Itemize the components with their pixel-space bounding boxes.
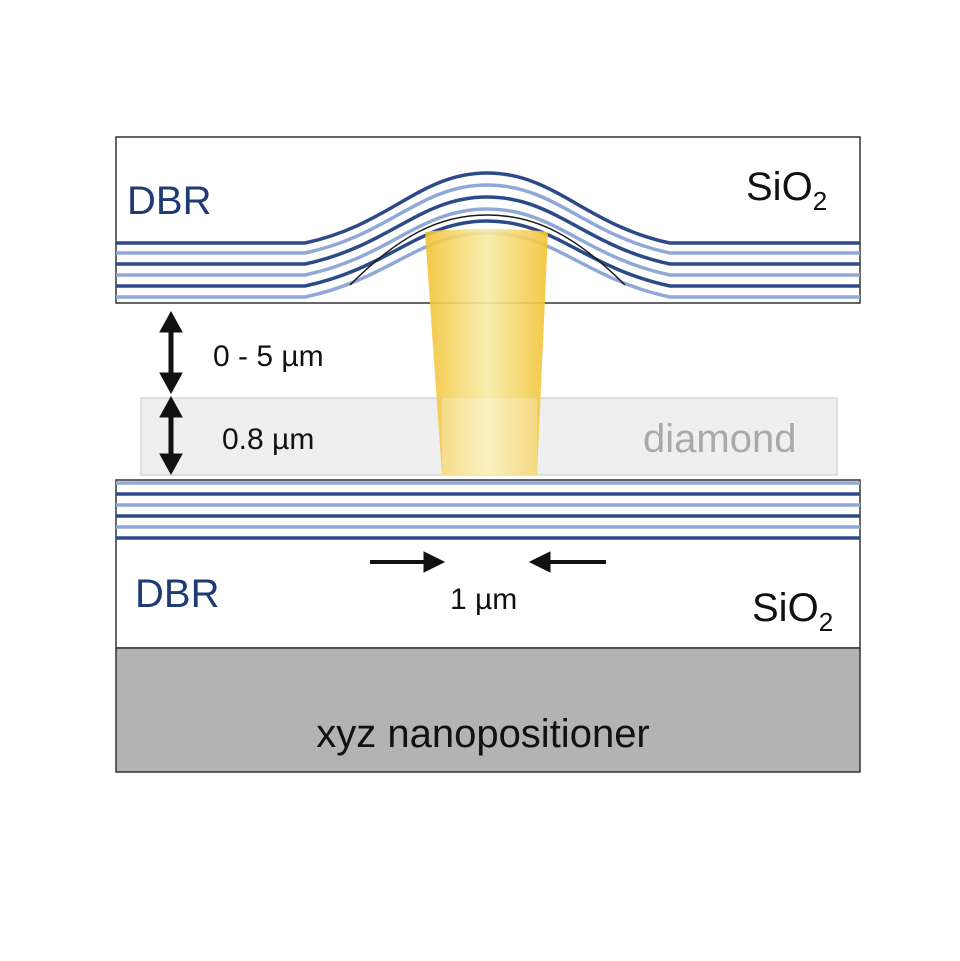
gap-arrow <box>159 310 183 395</box>
mirror-profile-line <box>349 214 626 286</box>
diamond-thickness-arrow <box>159 395 183 476</box>
nanopositioner-stage <box>115 647 861 773</box>
top-substrate-subscript: 2 <box>813 186 827 216</box>
diamond-thickness-label: 0.8 µm <box>222 423 314 456</box>
bottom-substrate-subscript: 2 <box>819 607 833 637</box>
bottom-substrate-label: SiO2 <box>752 586 833 637</box>
bottom-mirror-substrate <box>115 479 861 649</box>
bottom-dbr-label: DBR <box>135 572 219 616</box>
gap-label: 0 - 5 µm <box>213 340 324 373</box>
top-dbr-label: DBR <box>127 179 211 223</box>
bottom-substrate-base: SiO <box>752 586 819 630</box>
stage-label: xyz nanopositioner <box>316 712 650 756</box>
top-substrate-label: SiO2 <box>746 165 827 216</box>
mode-width-arrows <box>370 551 606 573</box>
diamond-label: diamond <box>643 417 796 461</box>
optical-mode <box>425 229 548 475</box>
mode-width-label: 1 µm <box>450 583 517 616</box>
top-substrate-base: SiO <box>746 165 813 209</box>
bottom-dbr-stack <box>116 481 860 540</box>
optical-mode-in-diamond <box>442 398 537 475</box>
